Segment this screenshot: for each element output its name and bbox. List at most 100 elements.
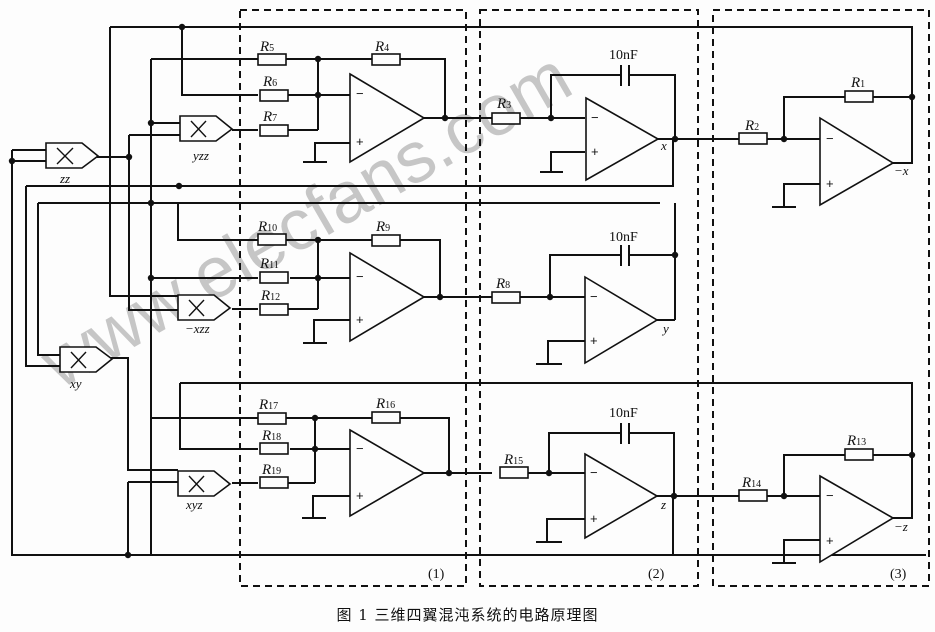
section-label-3: (3) [890, 567, 907, 582]
resistor-r6 [259, 89, 289, 102]
signal-x: x [660, 138, 667, 153]
resistor-r4 [371, 53, 401, 66]
resistor-r5 [257, 53, 287, 66]
label-r9: R9 [375, 219, 390, 235]
label-r2: R2 [744, 118, 759, 134]
opamp-int-z [584, 452, 659, 540]
multiplier-yzz-label: yzz [191, 148, 209, 163]
pin-minus: − [356, 86, 364, 101]
junction-dots [8, 23, 916, 559]
multiplier-zz: zz [45, 142, 100, 186]
resistor-r19 [259, 476, 289, 489]
opamp-sum-3 [349, 428, 426, 518]
pin-plus: + [356, 312, 364, 327]
label-r8: R8 [495, 276, 510, 292]
capacitor-3-label: 10nF [609, 406, 638, 421]
capacitor-3: 10nF [609, 406, 638, 444]
multiplier-xyz: xyz [177, 470, 232, 512]
label-r16: R16 [375, 396, 395, 412]
section-label-2: (2) [648, 567, 665, 582]
opamp-int-x [585, 96, 660, 182]
multiplier-xy: xy [59, 346, 114, 391]
label-r13: R13 [846, 433, 866, 449]
label-r4: R4 [374, 39, 389, 55]
resistor-r17 [257, 412, 287, 425]
capacitors: 10nF 10nF 10nF [609, 48, 638, 444]
opamps [349, 72, 895, 564]
resistor-labels: R5 R6 R7 R4 R3 R2 R1 R10 R11 R12 R9 R8 R… [257, 39, 866, 491]
section-box-1 [239, 9, 467, 587]
multiplier-yzz: yzz [179, 115, 234, 163]
opamp-inv-z [819, 474, 895, 564]
label-r17: R17 [258, 397, 278, 413]
pin-minus: − [826, 488, 834, 503]
resistor-r8 [491, 291, 521, 304]
label-r11: R11 [259, 256, 279, 272]
multiplier-neg-xzz-label: −xzz [185, 321, 210, 336]
label-r12: R12 [260, 288, 280, 304]
opamp-pin-labels: − + − + − + − + − + − + − + − + [356, 86, 834, 548]
resistor-r9 [371, 234, 401, 247]
capacitor-1: 10nF [609, 48, 638, 86]
label-r15: R15 [503, 452, 523, 468]
label-r1: R1 [850, 75, 865, 91]
resistor-r1 [844, 90, 874, 103]
pin-plus: + [591, 144, 599, 159]
resistor-r3 [491, 112, 521, 125]
resistor-r13 [844, 448, 874, 461]
label-r6: R6 [262, 74, 277, 90]
pin-minus: − [356, 441, 364, 456]
capacitor-2-label: 10nF [609, 230, 638, 245]
resistor-r15 [499, 466, 529, 479]
section-1-wires [232, 58, 492, 519]
pin-minus: − [590, 289, 598, 304]
label-r7: R7 [262, 109, 277, 125]
figure-caption: 图 1 三维四翼混沌系统的电路原理图 [336, 606, 599, 624]
opamp-sum-2 [349, 251, 426, 343]
resistor-r18 [259, 442, 289, 455]
signal-neg-x: −x [894, 163, 909, 178]
signal-z: z [660, 497, 666, 512]
label-r19: R19 [261, 462, 281, 478]
opamp-sum-1 [349, 72, 426, 164]
pin-minus: − [826, 131, 834, 146]
resistor-r16 [371, 411, 401, 424]
label-r5: R5 [259, 39, 274, 55]
opamp-inv-x [819, 116, 895, 207]
pin-minus: − [356, 269, 364, 284]
multiplier-neg-xzz: −xzz [177, 294, 232, 336]
multipliers: zz yzz −xzz xy xyz [45, 115, 234, 512]
resistor-r7 [259, 124, 289, 137]
pin-plus: + [826, 176, 834, 191]
multiplier-zz-label: zz [59, 171, 70, 186]
section-label-1: (1) [428, 567, 445, 582]
label-r14: R14 [741, 475, 761, 491]
resistor-r11 [259, 271, 289, 284]
resistor-r14 [738, 489, 768, 502]
section-box-3 [712, 9, 930, 587]
label-r10: R10 [257, 219, 277, 235]
resistor-r12 [259, 303, 289, 316]
resistor-r10 [257, 233, 287, 246]
resistors [257, 53, 874, 502]
pin-plus: + [356, 488, 364, 503]
pin-plus: + [590, 511, 598, 526]
signal-neg-z: −z [894, 519, 908, 534]
section-3-wires [767, 96, 913, 564]
pin-minus: − [590, 465, 598, 480]
multiplier-xyz-label: xyz [185, 497, 203, 512]
multiplier-xy-label: xy [69, 376, 82, 391]
pin-plus: + [826, 533, 834, 548]
pin-minus: − [591, 110, 599, 125]
label-r18: R18 [261, 428, 281, 444]
pin-plus: + [356, 134, 364, 149]
signal-labels: x y z −x −z [660, 138, 909, 534]
pin-plus: + [590, 333, 598, 348]
resistor-r2 [738, 132, 768, 145]
capacitor-2: 10nF [609, 230, 638, 266]
capacitor-1-label: 10nF [609, 48, 638, 63]
signal-y: y [661, 321, 669, 336]
label-r3: R3 [496, 96, 511, 112]
opamp-int-y [584, 275, 659, 365]
